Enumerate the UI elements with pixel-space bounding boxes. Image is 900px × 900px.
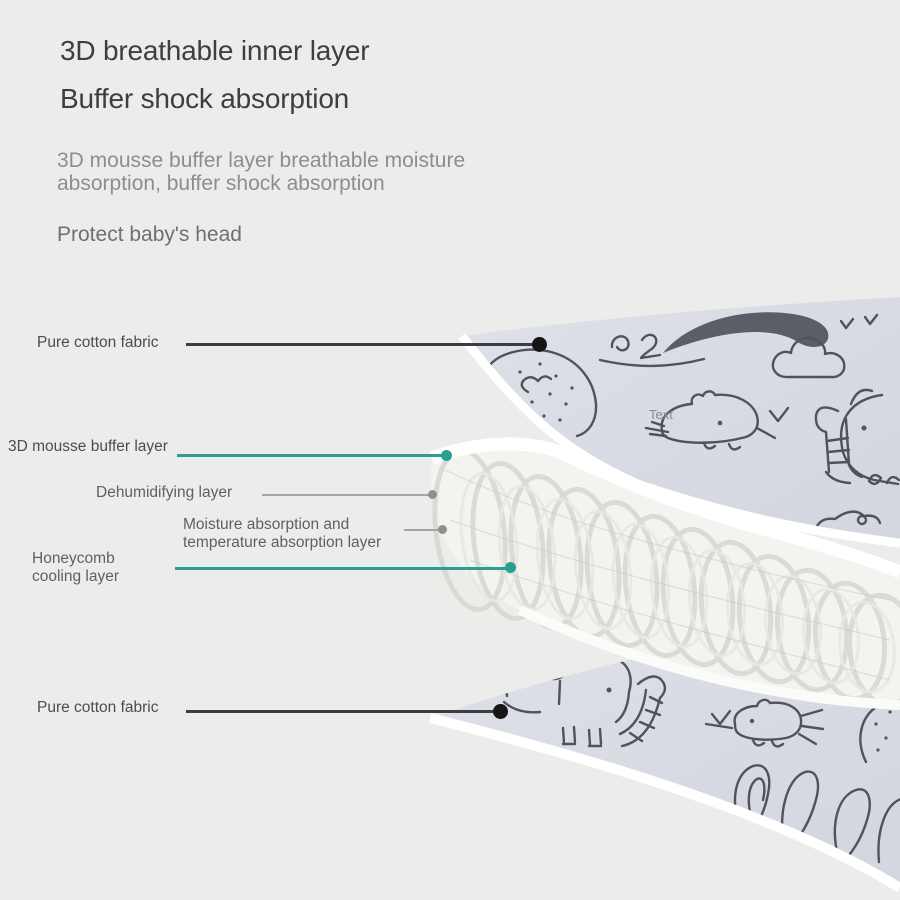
bird-doodle	[710, 709, 732, 726]
fabric-piping	[428, 713, 900, 893]
callout-dot-mousse-buffer	[441, 450, 452, 461]
squiggle-doodle	[598, 333, 706, 368]
fabric-piping	[458, 333, 900, 548]
callout-dot-pure-cotton-bottom	[493, 704, 508, 719]
hedgehog-doodle	[487, 348, 598, 438]
mouse-doodle	[704, 698, 825, 748]
callout-dot-moisture	[438, 525, 447, 534]
dark-swoosh-doodle	[663, 312, 829, 353]
mesh-layer	[429, 437, 900, 710]
mesh-bottom-rope	[517, 605, 900, 710]
page-title-line1: 3D breathable inner layer	[60, 35, 370, 66]
callout-label-honeycomb: Honeycomb cooling layer	[32, 550, 120, 585]
callout-label-dehumidifying: Dehumidifying layer	[96, 484, 233, 501]
callout-label-moisture: Moisture absorption and temperature abso…	[183, 516, 382, 551]
bunny-ears-doodle	[733, 764, 900, 864]
crocodile-doodle	[814, 510, 882, 530]
callout-line-pure-cotton-top	[186, 343, 533, 346]
mesh-fibers	[444, 469, 891, 681]
callout-line-mousse-buffer	[177, 454, 443, 457]
callout-dot-pure-cotton-top	[532, 337, 547, 352]
callout-dot-honeycomb	[505, 562, 516, 573]
page-title-line2: Buffer shock absorption	[60, 83, 350, 114]
mesh-coils-inner	[459, 471, 896, 694]
callout-label-pure-cotton-top: Pure cotton fabric	[37, 334, 159, 351]
callout-line-honeycomb	[175, 567, 506, 570]
cat-doodle	[814, 388, 900, 486]
dog-doodle	[502, 650, 667, 748]
callout-line-dehumidifying	[262, 494, 429, 496]
callout-label-pure-cotton-bottom: Pure cotton fabric	[37, 699, 159, 716]
callout-dot-dehumidifying	[428, 490, 437, 499]
callout-line-moisture	[404, 529, 439, 531]
v-marks-doodle	[839, 313, 879, 330]
cloud-doodle	[771, 336, 846, 379]
callout-line-pure-cotton-bottom	[186, 710, 495, 713]
bird-doodle	[768, 406, 790, 423]
callout-label-mousse-buffer: 3D mousse buffer layer	[8, 438, 168, 455]
top-fabric-layer: Text	[458, 297, 900, 548]
tagline-text: Protect baby's head	[57, 223, 242, 246]
mouse-doodle	[644, 390, 777, 451]
fabric-text-label: Text	[649, 407, 673, 422]
description-text: 3D mousse buffer layer breathable moistu…	[57, 149, 466, 195]
